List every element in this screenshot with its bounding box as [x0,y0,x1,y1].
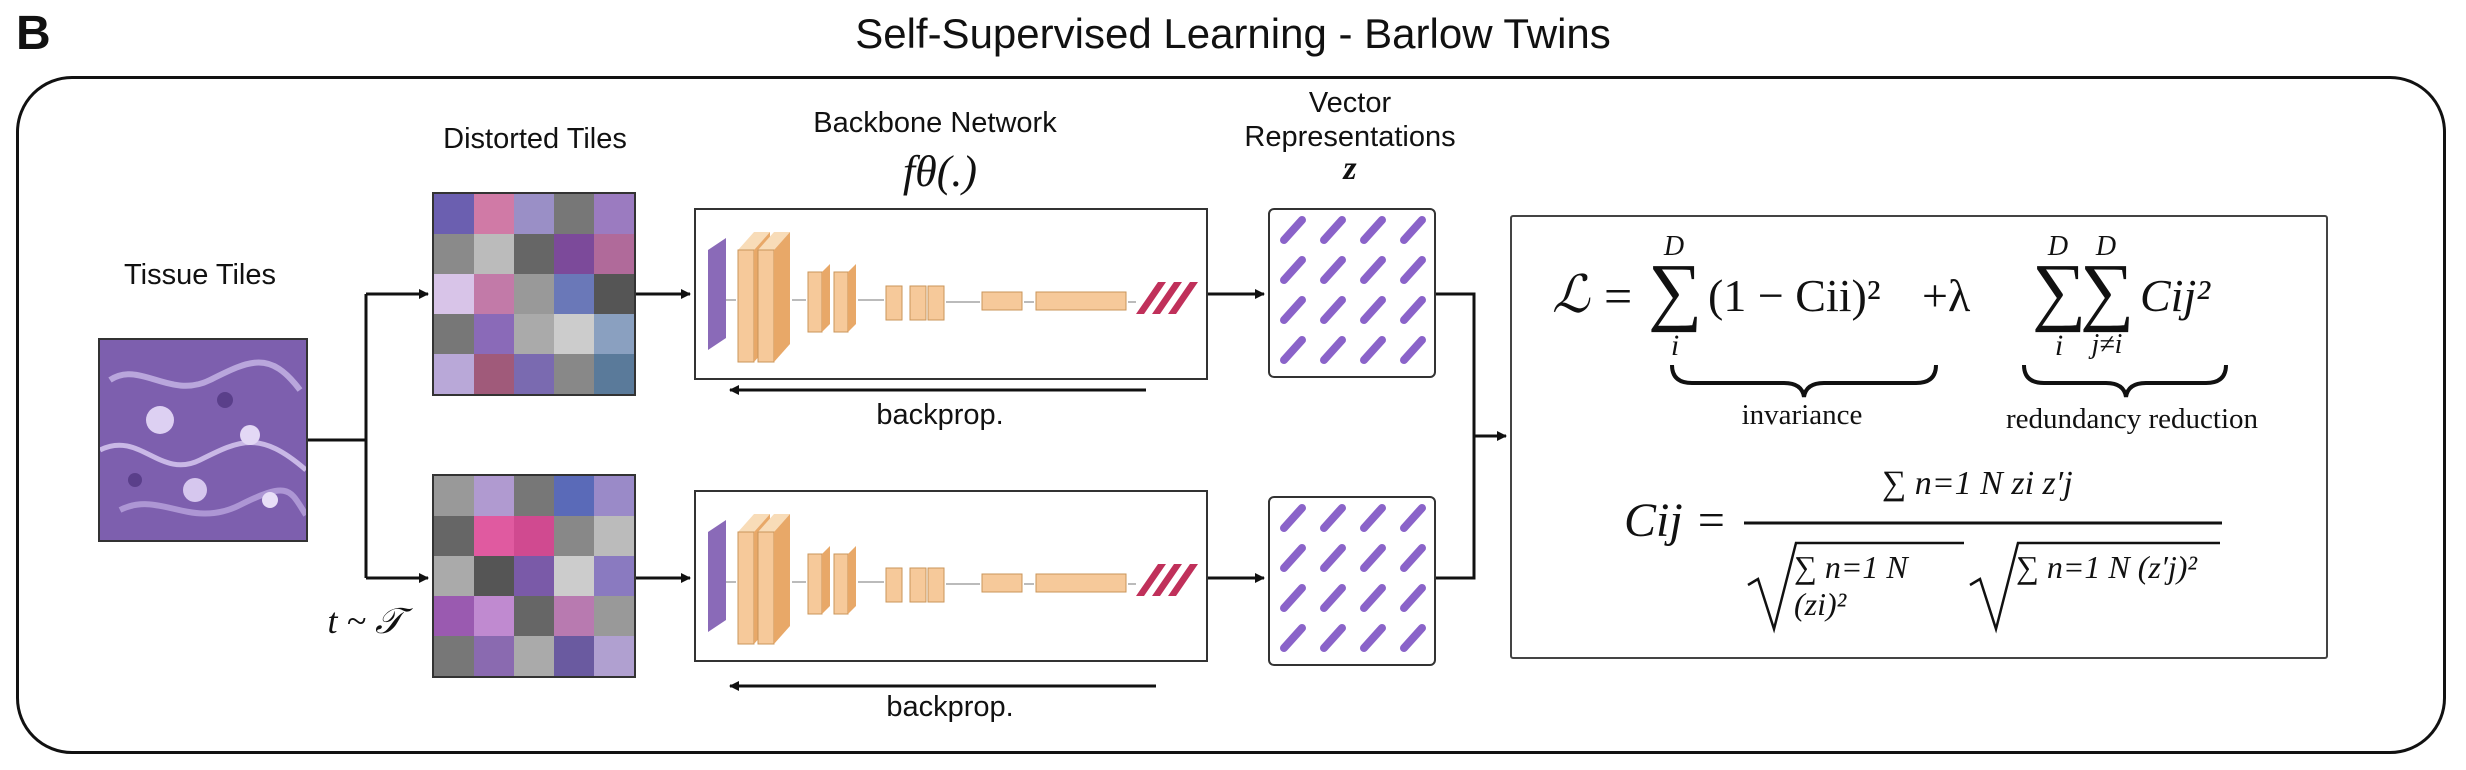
sum2-sigma: ∑ [2032,249,2087,333]
label-transform: t ~ 𝒯 [327,601,403,641]
label-backbone-network: Backbone Network [813,107,1057,139]
vector-representation-bottom [1268,496,1436,666]
label-backprop-bottom: backprop. [886,691,1014,723]
backbone-network-top [694,208,1208,380]
tissue-texture [100,340,306,540]
diagram-frame [16,76,2446,754]
vector-dashes-bottom [1280,504,1426,652]
redundancy-term: Cij² [2140,270,2211,321]
cij-numerator: ∑ n=1 N zi z′j [1882,465,2073,502]
sum3-sigma: ∑ [2080,249,2135,333]
redundancy-brace [2022,364,2228,398]
figure-title: Self-Supervised Learning - Barlow Twins [855,10,1611,57]
plus-lambda: +λ [1922,270,1971,321]
sqrt-left [1747,541,1964,634]
sum2-upper: D [2047,231,2069,262]
backbone-network-bottom [694,490,1208,662]
distorted-grid-top [434,194,634,394]
loss-symbol: ℒ [1552,267,1590,324]
sum3-upper: D [2095,231,2117,262]
underbraces [1670,364,2228,634]
network-layers-top [708,232,1198,363]
label-vector-symbol: z [1343,150,1357,187]
cij-denominator-left: ∑ n=1 N (zi)² [1794,549,1908,622]
panel-letter: B [16,7,51,60]
redundancy-label: redundancy reduction [2005,403,2259,435]
label-backprop-top: backprop. [876,399,1004,431]
label-backbone-function: fθ(.) [902,147,978,196]
label-tissue-tiles: Tissue Tiles [123,259,277,291]
network-layers-bottom [708,514,1198,645]
invariance-label: invariance [1741,399,1863,431]
equals-sign-1: = [1604,268,1633,324]
label-vector-line2: Representations [1244,121,1456,153]
sum1-upper: D [1663,231,1685,262]
sum3-lower: j≠i [2091,329,2123,360]
invariance-term: (1 − Cii)² [1708,270,1881,321]
label-distorted-tiles: Distorted Tiles [443,123,627,155]
distorted-grid-bottom [434,476,634,676]
distorted-tiles-bottom [432,474,636,678]
vector-representation-top [1268,208,1436,378]
sum1-sigma: ∑ [1648,249,1703,333]
label-vector-line1: Vector [1308,87,1392,119]
cij-lhs: Cij = [1624,494,1728,547]
sqrt-right [1969,541,2220,634]
distorted-tiles-top [432,192,636,396]
loss-formula-box: ℒ = D ∑ i (1 − Cii)² +λ D ∑ i D ∑ j≠i Ci… [1510,215,2328,659]
sum1-lower: i [1670,329,1680,362]
tissue-tile-image [98,338,308,542]
invariance-brace [1670,364,1938,398]
vector-dashes-top [1280,216,1426,364]
sum2-lower: i [2054,329,2064,362]
cij-denominator-right: ∑ n=1 N (z′j)² [2016,549,2197,585]
